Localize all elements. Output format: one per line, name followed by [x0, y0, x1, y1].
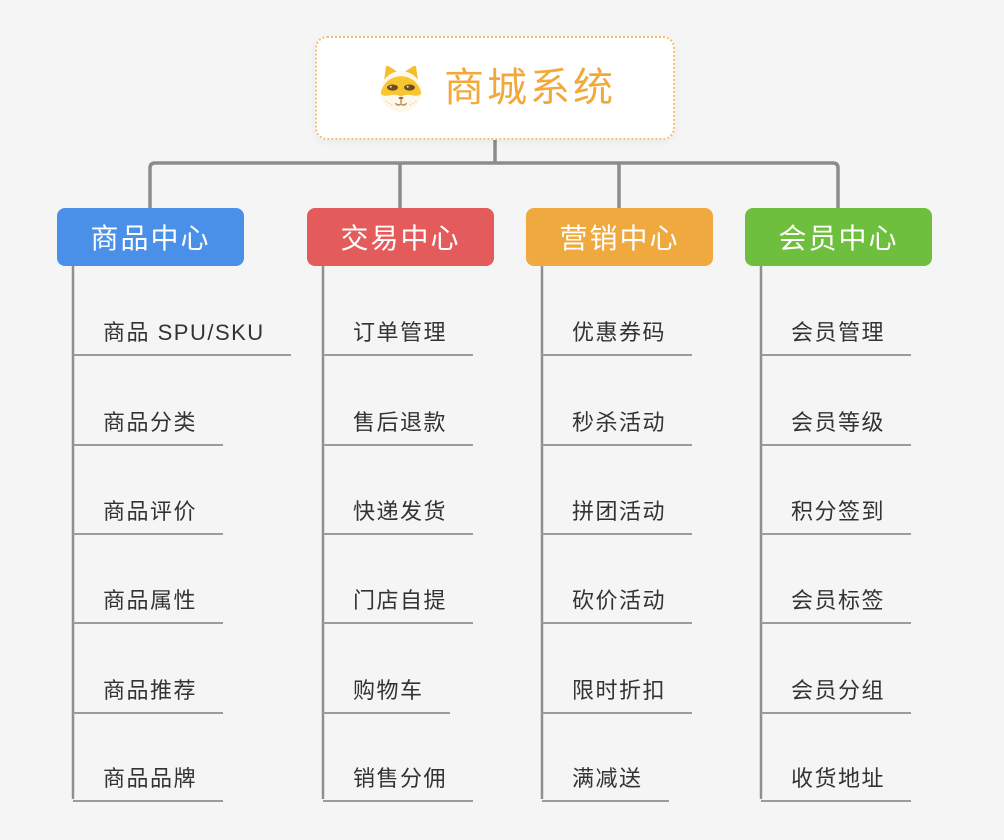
leaf-full-reduction[interactable]: 满减送 [542, 756, 669, 802]
leaf-coupon-code[interactable]: 优惠券码 [542, 310, 693, 356]
leaf-group-buy[interactable]: 拼团活动 [542, 489, 693, 535]
leaf-flash-sale[interactable]: 秒杀活动 [542, 400, 693, 446]
leaf-member-level[interactable]: 会员等级 [761, 400, 912, 446]
leaf-product-brand[interactable]: 商品品牌 [73, 756, 224, 802]
leaf-sales-commission[interactable]: 销售分佣 [323, 756, 474, 802]
connector-branch-rail [148, 161, 840, 208]
leaf-product-recommend[interactable]: 商品推荐 [73, 668, 224, 714]
leaf-product-spu-sku[interactable]: 商品 SPU/SKU [73, 310, 291, 356]
leaf-member-management[interactable]: 会员管理 [761, 310, 912, 356]
root-title: 商城系统 [444, 66, 616, 110]
leaf-store-pickup[interactable]: 门店自提 [323, 578, 474, 624]
branch-product-center[interactable]: 商品中心 [57, 208, 244, 266]
leaf-product-category[interactable]: 商品分类 [73, 400, 224, 446]
leaf-order-management[interactable]: 订单管理 [323, 310, 474, 356]
leaf-product-review[interactable]: 商品评价 [73, 489, 224, 535]
leaf-member-tag[interactable]: 会员标签 [761, 578, 912, 624]
leaf-member-group[interactable]: 会员分组 [761, 668, 912, 714]
leaf-shopping-cart[interactable]: 购物车 [323, 668, 450, 714]
leaf-limited-time-discount[interactable]: 限时折扣 [542, 668, 693, 714]
leaf-shipping-address[interactable]: 收货地址 [761, 756, 912, 802]
leaf-aftersale-refund[interactable]: 售后退款 [323, 400, 474, 446]
leaf-points-checkin[interactable]: 积分签到 [761, 489, 912, 535]
branch-marketing-center[interactable]: 营销中心 [526, 208, 713, 266]
dog-face-icon [374, 63, 428, 113]
root-node[interactable]: 商城系统 [315, 36, 675, 140]
leaf-express-delivery[interactable]: 快递发货 [323, 489, 474, 535]
branch-trade-center[interactable]: 交易中心 [307, 208, 494, 266]
branch-member-center[interactable]: 会员中心 [745, 208, 932, 266]
leaf-product-attribute[interactable]: 商品属性 [73, 578, 224, 624]
leaf-bargain-activity[interactable]: 砍价活动 [542, 578, 693, 624]
